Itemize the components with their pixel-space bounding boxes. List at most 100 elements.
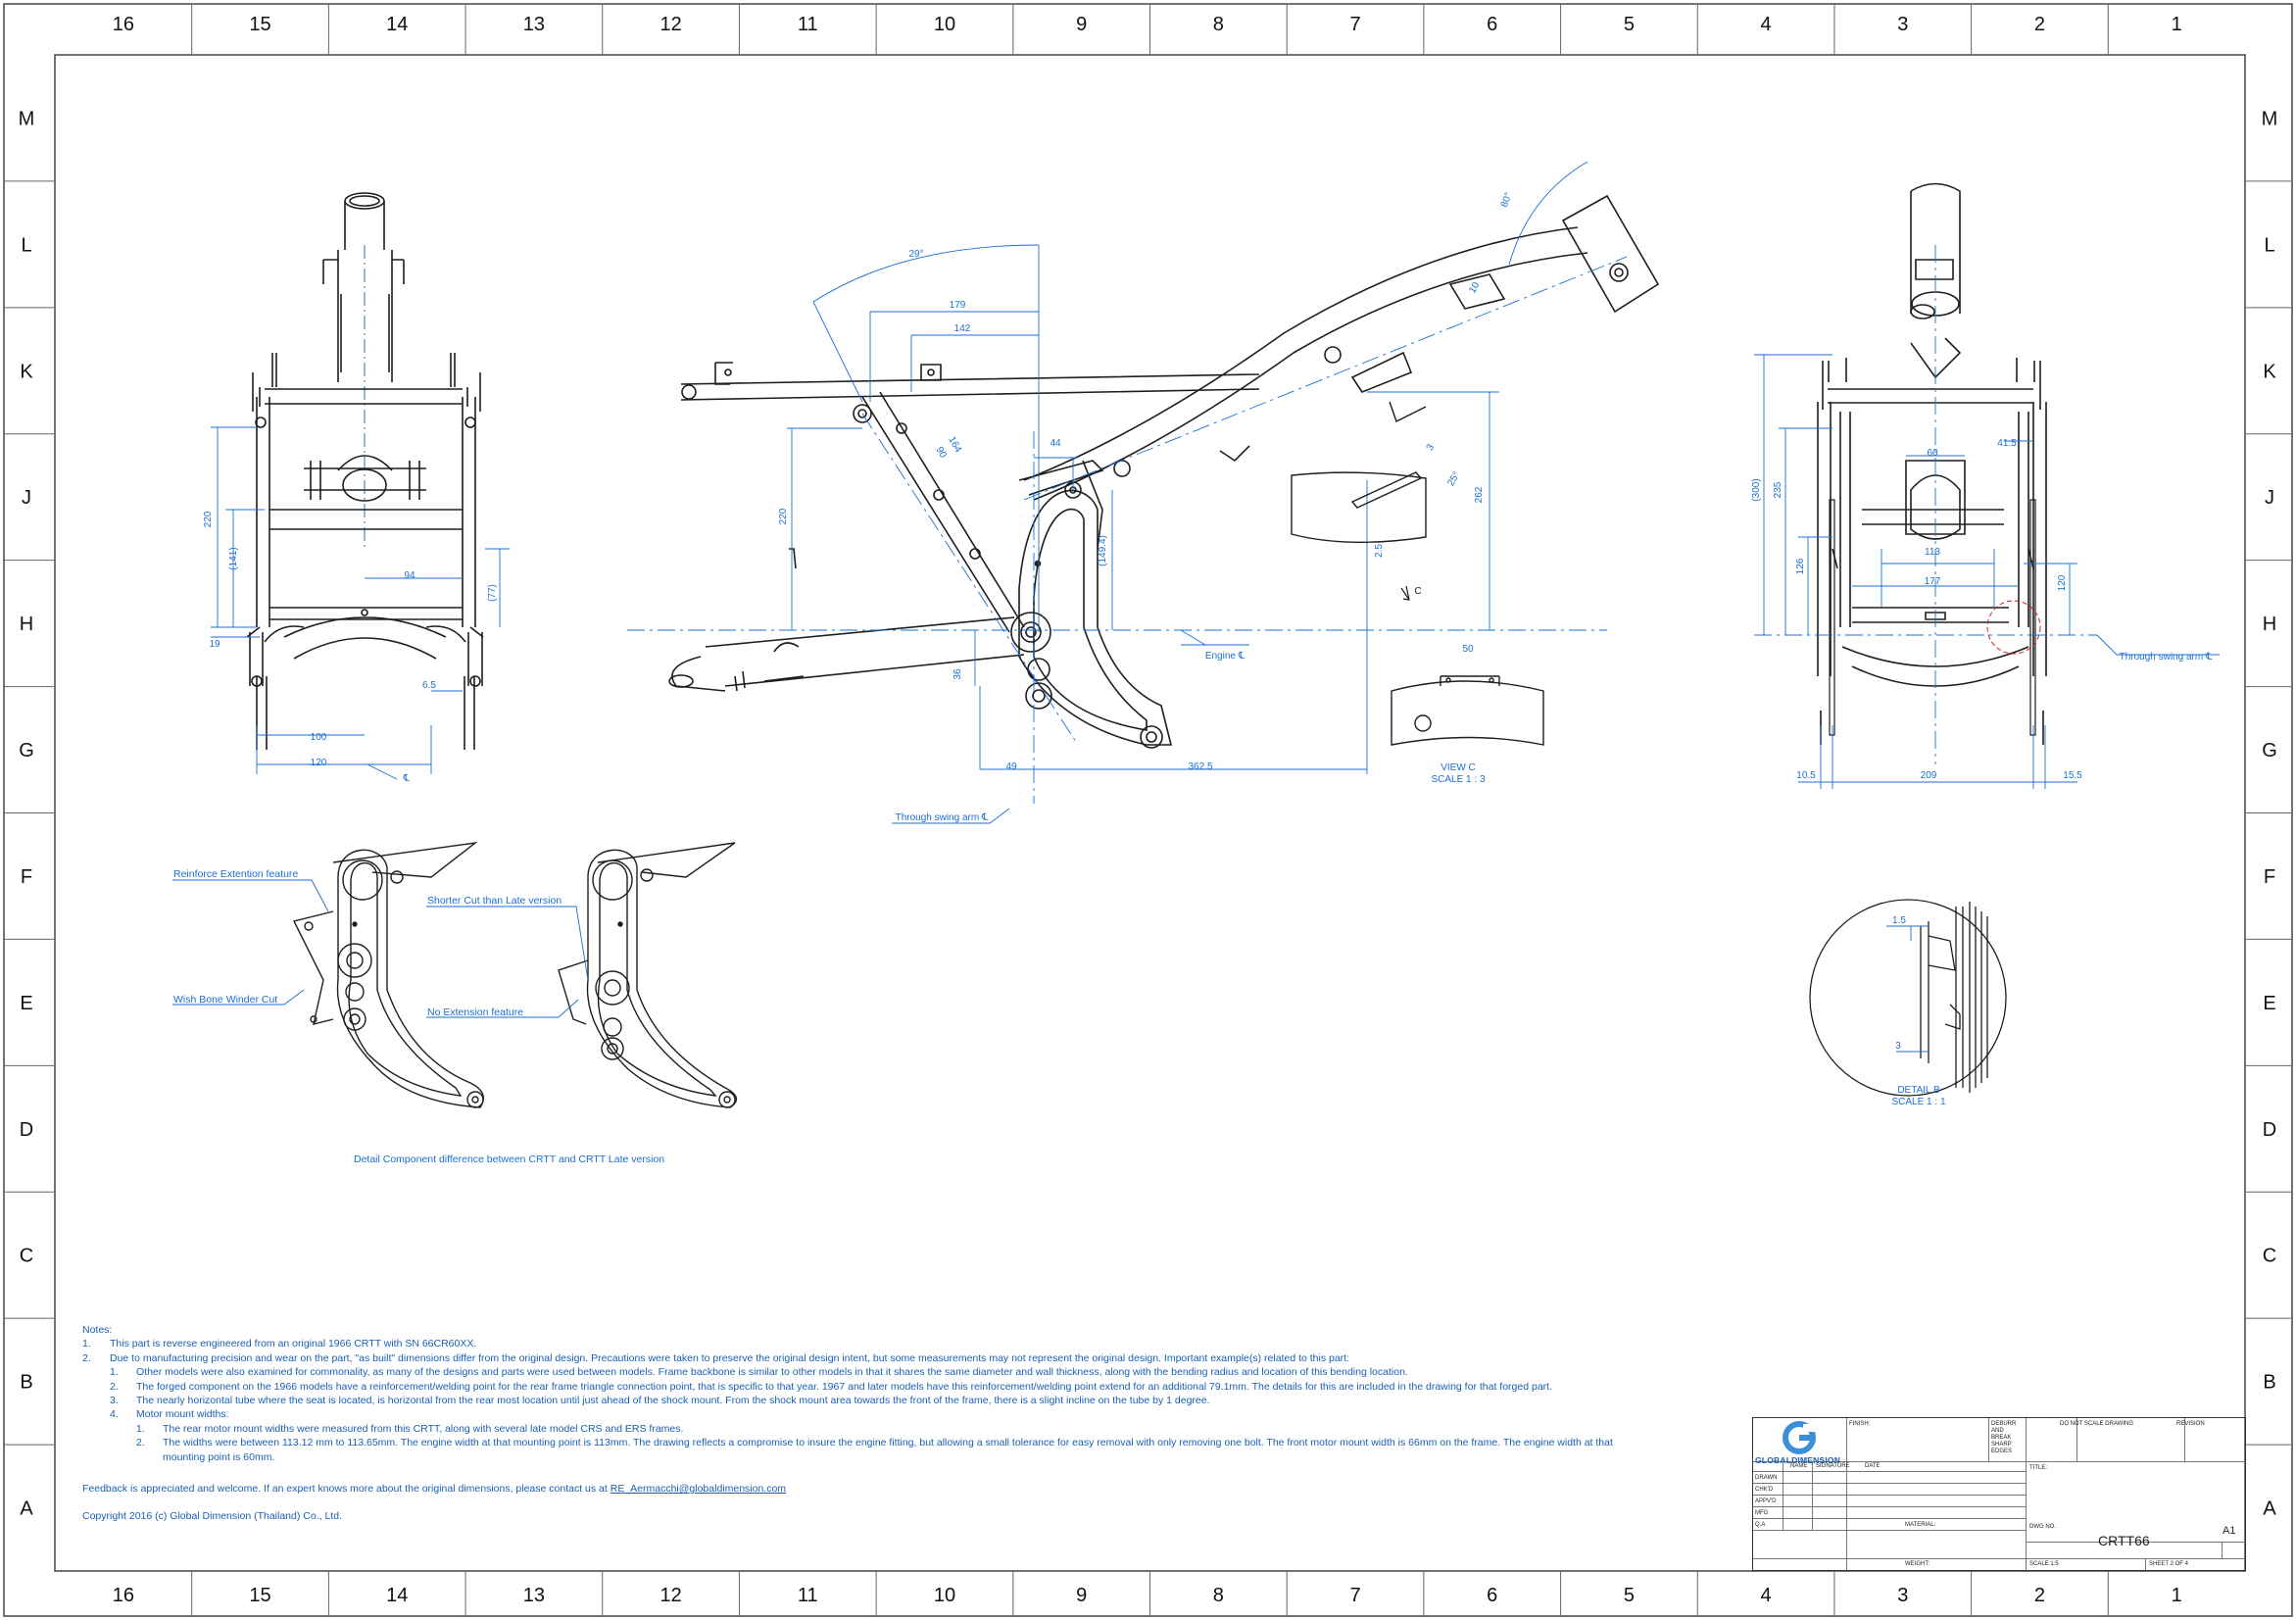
side-view-callouts bbox=[892, 629, 1249, 824]
comparison-left bbox=[292, 841, 484, 1108]
scale-label: SCALE:1:5 bbox=[2029, 1561, 2059, 1567]
dim-120-rear: 120 bbox=[2057, 574, 2068, 591]
zone-col-top-10: 10 bbox=[934, 14, 955, 35]
note-2-4-2: The widths were between 113.12 mm to 113… bbox=[163, 1437, 1613, 1449]
dim-19: 19 bbox=[209, 639, 220, 650]
note-2-4-2-number: 2. bbox=[136, 1437, 145, 1449]
dim-126: 126 bbox=[1795, 558, 1806, 574]
revision-label: REVISION bbox=[2176, 1421, 2205, 1427]
weight-label: WEIGHT: bbox=[1905, 1561, 1930, 1567]
front-view-dims bbox=[211, 426, 510, 780]
swing-arm-centerline-label: Through swing arm ℄ bbox=[896, 812, 989, 823]
approved-label: APPV'D bbox=[1755, 1498, 1777, 1504]
angle-80: 80° bbox=[1499, 191, 1515, 209]
zone-row-left-K: K bbox=[20, 361, 33, 382]
mfg-label: MFG bbox=[1755, 1510, 1769, 1516]
dim-164: 164 bbox=[946, 435, 963, 455]
sheet-size: A1 bbox=[2223, 1525, 2236, 1537]
note-2-4-number: 4. bbox=[110, 1408, 119, 1421]
date-header: DATE bbox=[1865, 1463, 1881, 1469]
zone-ticks bbox=[4, 4, 2292, 1616]
zone-row-right-L: L bbox=[2264, 234, 2274, 256]
front-view bbox=[246, 192, 484, 750]
zone-col-top-6: 6 bbox=[1487, 14, 1497, 35]
note-2-2: The forged component on the 1966 models … bbox=[136, 1380, 1552, 1393]
detail-b-dim-3: 3 bbox=[1895, 1041, 1901, 1052]
zone-row-right-M: M bbox=[2262, 108, 2278, 129]
zone-row-left-F: F bbox=[21, 866, 32, 888]
qa-label: Q.A bbox=[1755, 1522, 1766, 1528]
front-view-dim-text: 220 (141) 94 (77) 19 6.5 100 120 ℄ bbox=[203, 511, 498, 784]
engine-centerline-label: Engine ℄ bbox=[1205, 651, 1246, 662]
zone-col-bottom-16: 16 bbox=[113, 1585, 134, 1606]
note-2-2-number: 2. bbox=[110, 1380, 119, 1393]
zone-col-top-12: 12 bbox=[659, 14, 681, 35]
detail-b bbox=[1809, 899, 2007, 1097]
zone-col-top-5: 5 bbox=[1624, 14, 1635, 35]
dim-179: 179 bbox=[950, 300, 966, 311]
view-c-scale: SCALE 1 : 3 bbox=[1431, 774, 1485, 785]
dim-262: 262 bbox=[1474, 486, 1485, 503]
dim-220: 220 bbox=[203, 511, 214, 527]
dim-2-5: 2.5 bbox=[1374, 544, 1385, 558]
dim-149-4: (149.4) bbox=[1098, 535, 1108, 566]
title-label: TITLE: bbox=[2029, 1465, 2048, 1471]
view-c-detail bbox=[1291, 401, 1544, 746]
zone-row-right-D: D bbox=[2263, 1119, 2276, 1141]
note-2-number: 2. bbox=[82, 1351, 91, 1364]
zone-row-right-H: H bbox=[2263, 614, 2276, 635]
zone-col-top-14: 14 bbox=[386, 14, 408, 35]
zone-row-right-J: J bbox=[2265, 487, 2274, 509]
zone-col-top-9: 9 bbox=[1076, 14, 1087, 35]
zone-col-top-15: 15 bbox=[249, 14, 270, 35]
drawing-number: CRTT66 bbox=[2098, 1533, 2150, 1548]
zone-labels: 1616151514141313121211111010998877665544… bbox=[19, 14, 2278, 1606]
side-view bbox=[668, 194, 1660, 749]
zone-row-right-E: E bbox=[2263, 993, 2275, 1014]
dim-113: 113 bbox=[1925, 547, 1940, 558]
dim-235: 235 bbox=[1773, 481, 1783, 498]
zone-row-left-A: A bbox=[20, 1498, 33, 1520]
name-header: NAME bbox=[1790, 1463, 1808, 1469]
view-c-arrow-label: C bbox=[1414, 586, 1421, 597]
comparison-callouts bbox=[172, 879, 589, 1018]
zone-row-left-L: L bbox=[21, 234, 31, 256]
contact-email-link[interactable]: RE_Aermacchi@globaldimension.com bbox=[610, 1483, 787, 1496]
zone-col-top-16: 16 bbox=[113, 14, 134, 35]
checked-label: CHK'D bbox=[1755, 1487, 1774, 1493]
view-c-title: VIEW C bbox=[1441, 762, 1476, 773]
zone-col-bottom-11: 11 bbox=[798, 1585, 818, 1606]
zone-col-bottom-3: 3 bbox=[1897, 1585, 1908, 1606]
dim-3-viewc: 3 bbox=[1425, 442, 1438, 453]
dim-49: 49 bbox=[1005, 761, 1017, 772]
zone-row-left-E: E bbox=[20, 993, 32, 1014]
zone-col-bottom-14: 14 bbox=[386, 1585, 408, 1606]
zone-col-bottom-13: 13 bbox=[523, 1585, 545, 1606]
shorter-cut-label: Shorter Cut than Late version bbox=[427, 895, 562, 907]
dwg-no-label: DWG NO. bbox=[2029, 1524, 2056, 1530]
dim-90: 90 bbox=[934, 445, 949, 461]
no-extension-label: No Extension feature bbox=[427, 1006, 523, 1018]
zone-row-right-B: B bbox=[2263, 1372, 2275, 1394]
dim-10: 10 bbox=[1467, 280, 1482, 296]
zone-row-right-K: K bbox=[2263, 361, 2276, 382]
dim-77: (77) bbox=[487, 584, 498, 602]
note-2-3: The nearly horizontal tube where the sea… bbox=[136, 1395, 1210, 1407]
centerline-mark: ℄ bbox=[403, 773, 411, 784]
zone-row-right-A: A bbox=[2263, 1498, 2276, 1520]
notes-block: Notes: 1.This part is reverse engineered… bbox=[82, 1323, 1748, 1524]
dim-36: 36 bbox=[953, 668, 963, 680]
zone-col-bottom-15: 15 bbox=[249, 1585, 270, 1606]
dim-120: 120 bbox=[311, 758, 327, 768]
dim-41-5: 41.5 bbox=[1997, 438, 2017, 449]
zone-col-top-1: 1 bbox=[2172, 14, 2182, 35]
note-2-4-1: The rear motor mount widths were measure… bbox=[163, 1422, 684, 1435]
outer-border bbox=[3, 3, 2293, 1617]
zone-row-left-D: D bbox=[20, 1119, 33, 1141]
note-2-3-number: 3. bbox=[110, 1395, 119, 1407]
detail-b-dim-1-5: 1.5 bbox=[1892, 915, 1906, 926]
notes-heading: Notes: bbox=[82, 1324, 113, 1336]
zone-col-top-3: 3 bbox=[1897, 14, 1908, 35]
zone-col-top-11: 11 bbox=[798, 14, 818, 35]
dim-100: 100 bbox=[311, 732, 327, 743]
